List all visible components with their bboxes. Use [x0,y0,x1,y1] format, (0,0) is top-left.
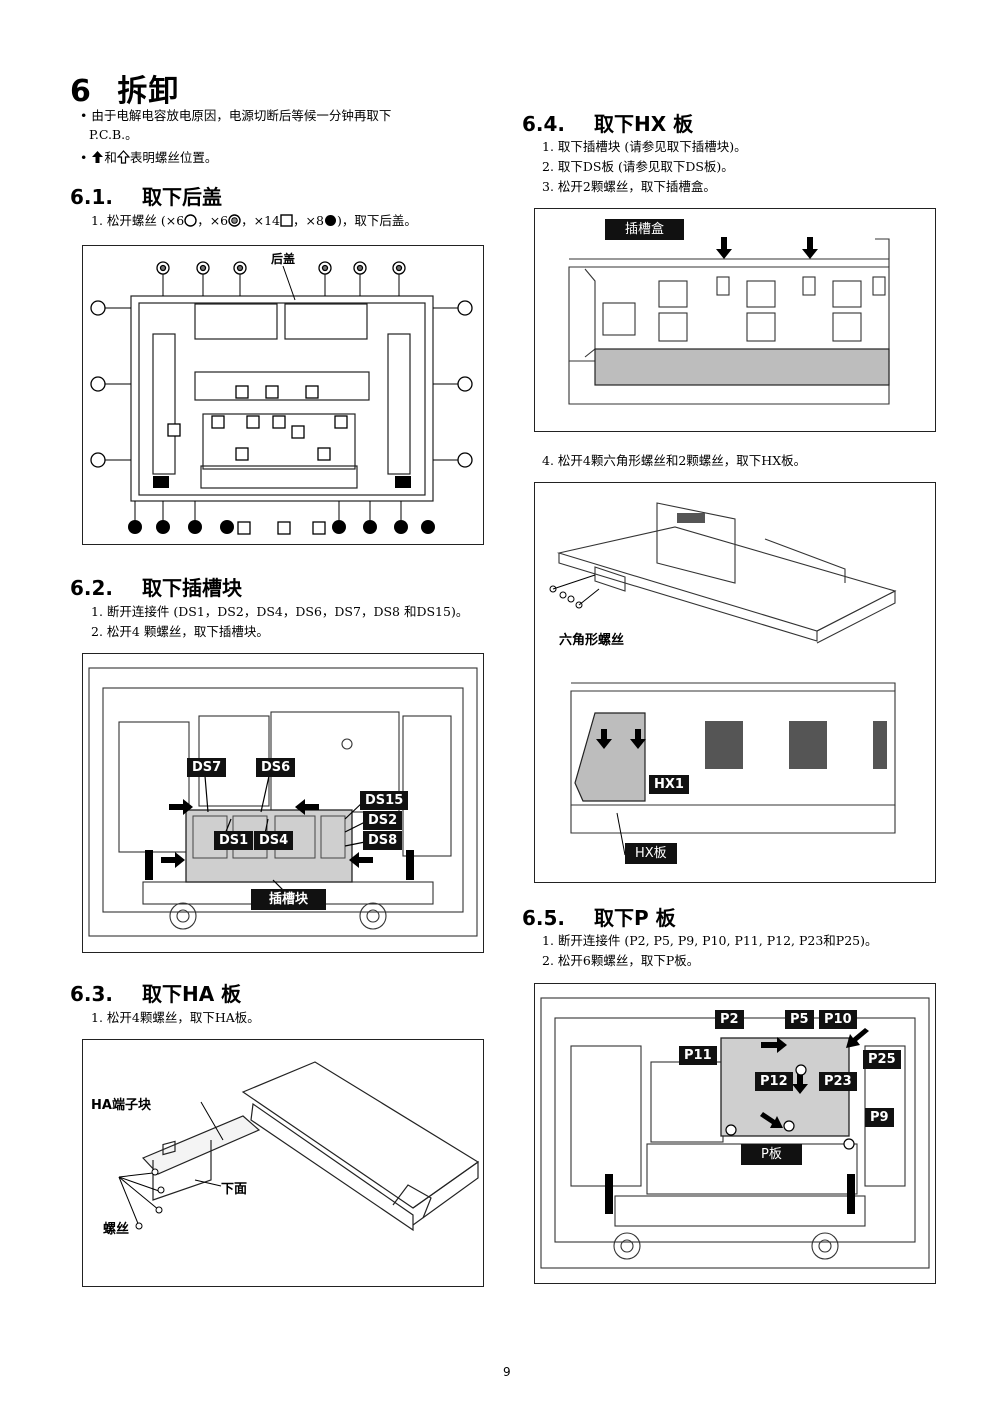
section-6-3-step-1: 1. 松开4颗螺丝，取下HA板。 [91,1010,260,1025]
tag-ds4: DS4 [254,831,294,850]
section-6-2-title: 取下插槽块 [142,576,242,600]
section-6-5-num: 6.5. [522,906,566,930]
rear-cover-label: 后盖 [271,252,296,266]
section-6-5-step-2: 2. 松开6颗螺丝，取下P板。 [542,953,700,968]
note-1-cont-text: P.C.B.。 [89,127,138,142]
section-6-3-heading: 6.3. 取下HA 板 [70,978,241,1007]
figure-rear-cover: 后盖 [82,245,484,545]
section-6-5-heading: 6.5. 取下P 板 [522,902,676,931]
tag-ds1: DS1 [214,831,254,850]
chapter-name: 拆卸 [117,74,180,109]
label-underside: 下面 [221,1182,248,1197]
step-1-part-b: ，×6 [197,213,229,228]
tag-p5: P5 [785,1010,814,1029]
figure-slot-block: DS7 DS6 DS15 DS2 DS1 DS4 DS8 插槽块 [82,653,484,953]
tag-ds15: DS15 [360,791,409,810]
section-6-3-num: 6.3. [70,982,114,1006]
note-1-text: 由于电解电容放电原因，电源切断后等候一分钟再取下 [91,108,392,123]
tag-hx-board: HX板 [625,843,677,864]
section-6-1-step-1: 1. 松开螺丝 (×6 ，×6 ，×14 ，×8 )，取下后盖。 [91,211,417,230]
filled-arrow-up-icon [92,151,104,163]
section-6-3-title: 取下HA 板 [142,982,242,1006]
square-screw-icon [280,214,293,227]
tag-slot-block: 插槽块 [251,889,327,910]
step-1-part-e: )，取下后盖。 [336,213,417,228]
tag-p10: P10 [819,1010,857,1029]
figure-slot-box: 插槽盒 [534,208,936,432]
figure-hx-board: 六角形螺丝 HX1 HX板 [534,482,936,883]
section-6-5-step-1: 1. 断开连接件 (P2, P5, P9, P10, P11, P12, P23… [542,933,878,948]
ha-board-drawing [118,1061,480,1232]
section-6-4-step-4: 4. 松开4颗六角形螺丝和2颗螺丝，取下HX板。 [542,453,807,468]
outline-arrow-up-icon [116,150,130,164]
rear-cover-drawing [90,261,473,535]
section-6-4-step-1: 1. 取下插槽块 (请参见取下插槽块)。 [542,139,747,154]
note-1-cont: P.C.B.。 [89,125,138,144]
tag-p23: P23 [819,1072,857,1091]
double-circle-screw-icon [228,214,241,227]
section-6-2-num: 6.2. [70,576,114,600]
section-6-4-heading: 6.4. 取下HX 板 [522,108,693,137]
chapter-title: 6 拆卸 [70,66,179,110]
tag-slot-box: 插槽盒 [605,219,685,240]
section-6-4-step-2: 2. 取下DS板 (请参见取下DS板)。 [542,159,734,174]
label-hex-screws: 六角形螺丝 [559,633,625,648]
section-6-1-title: 取下后盖 [142,185,222,209]
tag-ds6: DS6 [256,758,296,777]
section-6-4-num: 6.4. [522,112,566,136]
note-1: • 由于电解电容放电原因，电源切断后等候一分钟再取下 [80,108,392,123]
circle-screw-icon [184,214,197,227]
section-6-2-heading: 6.2. 取下插槽块 [70,572,242,601]
note-2-join: 和 [104,150,117,165]
note-2-suffix: 表明螺丝位置。 [129,150,218,165]
tag-hx1: HX1 [649,775,689,794]
slot-box-drawing [568,237,890,405]
step-1-part-a: 1. 松开螺丝 (×6 [91,213,185,228]
section-6-5-title: 取下P 板 [594,906,676,930]
figure-ha-board: HA端子块 下面 螺丝 [82,1039,484,1287]
figure-p-board: P2 P5 P10 P11 P25 P12 P23 P9 P板 [534,983,936,1284]
chapter-number: 6 [70,74,92,109]
page-number: 9 [503,1365,511,1379]
hx-board-drawing [549,502,897,856]
tag-ds8: DS8 [363,831,403,850]
tag-ds2: DS2 [363,811,403,830]
filled-circle-screw-icon [324,215,336,226]
tag-p12: P12 [755,1072,793,1091]
label-screws: 螺丝 [103,1222,130,1237]
section-6-1-num: 6.1. [70,185,114,209]
tag-p9: P9 [865,1108,894,1127]
step-1-part-c: ，×14 [241,213,281,228]
step-1-part-d: ，×8 [293,213,324,228]
section-6-2-step-1: 1. 断开连接件 (DS1，DS2，DS4，DS6，DS7，DS8 和DS15)… [91,604,469,619]
tag-p25: P25 [863,1050,901,1069]
section-6-4-title: 取下HX 板 [594,112,694,136]
note-2: • 和表明螺丝位置。 [80,150,218,165]
section-6-4-step-3: 3. 松开2颗螺丝，取下插槽盒。 [542,179,716,194]
tag-p11: P11 [679,1046,717,1065]
section-6-1-heading: 6.1. 取下后盖 [70,181,222,210]
tag-ds7: DS7 [187,758,227,777]
tag-p-board: P板 [741,1144,802,1165]
section-6-2-step-2: 2. 松开4 颗螺丝，取下插槽块。 [91,624,269,639]
label-ha-terminal: HA端子块 [91,1098,151,1113]
tag-p2: P2 [715,1010,744,1029]
